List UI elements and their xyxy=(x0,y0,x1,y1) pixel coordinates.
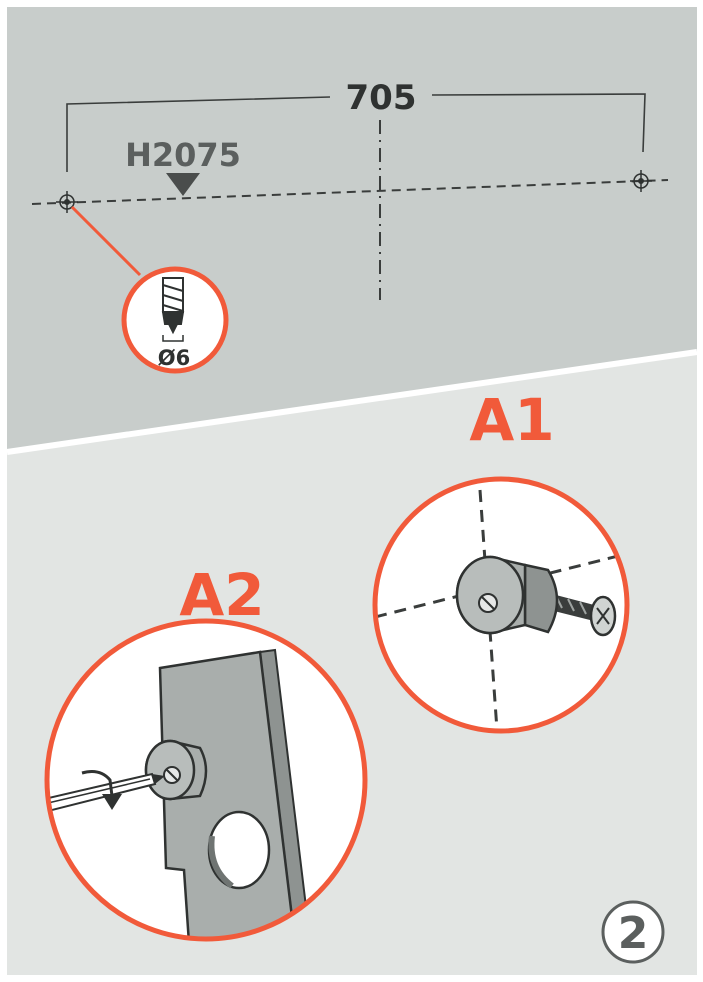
rotation-arrow-icon xyxy=(81,770,122,810)
cam-lock-fitting xyxy=(144,739,208,801)
detail-a2-circle xyxy=(44,618,368,942)
detail-a2-label: A2 xyxy=(179,561,264,629)
dimension-705 xyxy=(66,93,646,172)
diameter-bracket xyxy=(162,335,184,342)
dimension-label: 705 xyxy=(346,78,417,118)
cam-bolt-assembly xyxy=(455,555,617,637)
height-marker-triangle xyxy=(166,173,200,196)
wall-floor-divider xyxy=(6,349,698,455)
height-label: H2075 xyxy=(125,136,241,174)
drill-hole-target-right xyxy=(630,170,652,192)
screwdriver-icon xyxy=(47,772,165,814)
drill-bit-icon xyxy=(161,277,185,335)
step-number-badge: 2 xyxy=(601,900,665,964)
drill-diameter-label: Ø6 xyxy=(158,346,190,370)
step-number: 2 xyxy=(618,908,649,959)
panel-edge xyxy=(158,648,312,939)
detail-a1-label: A1 xyxy=(469,386,554,454)
drill-hole-target-left xyxy=(56,191,78,213)
drill-line xyxy=(31,179,669,205)
drill-bit-callout: Ø6 xyxy=(121,266,229,374)
detail-a1-circle xyxy=(372,476,630,734)
drill-callout-leader xyxy=(70,205,142,277)
